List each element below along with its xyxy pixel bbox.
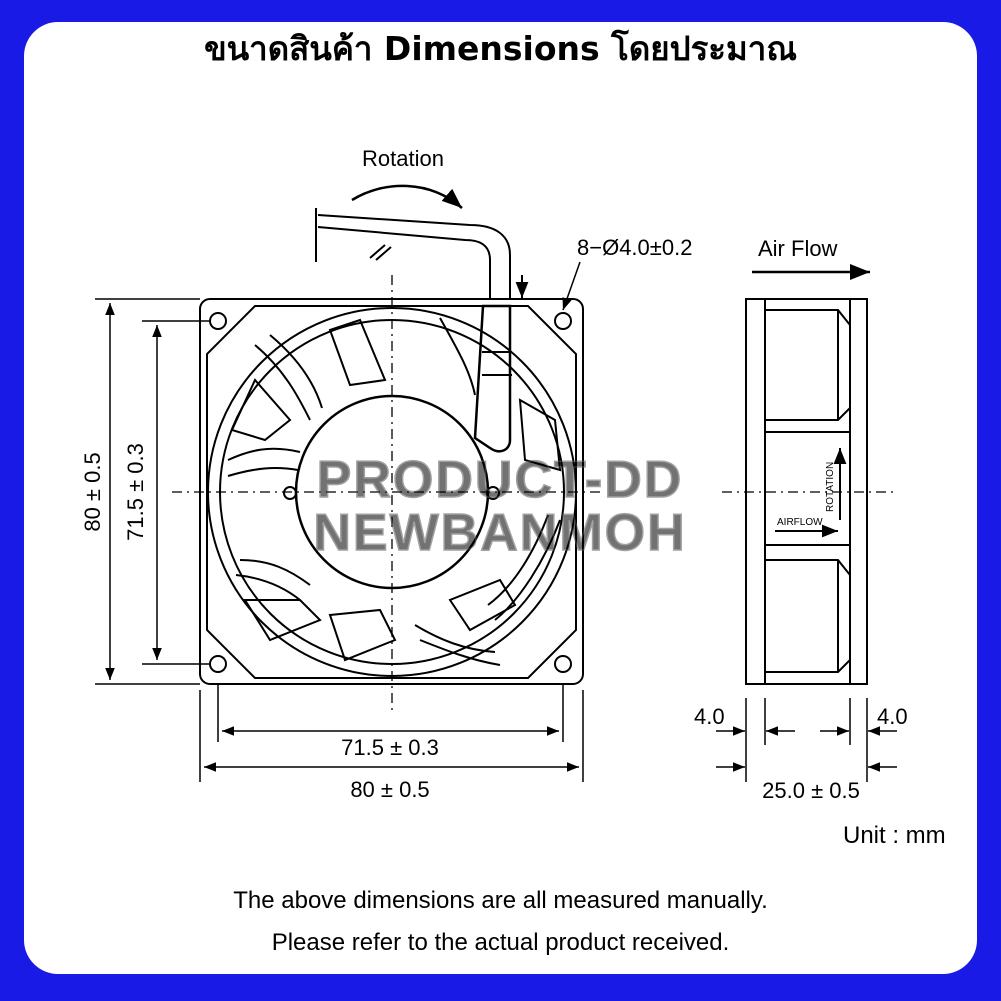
blade-e — [448, 578, 517, 632]
blade-c — [243, 599, 322, 642]
flange-right-label: 4.0 — [877, 704, 908, 729]
outer-height-label: 80 ± 0.5 — [80, 452, 105, 531]
fan-inner-octagon — [206, 305, 577, 679]
rotation-label: Rotation — [362, 146, 444, 171]
height-dimensions — [95, 298, 210, 685]
spoke-6b — [235, 574, 301, 601]
airflow-label: Air Flow — [758, 236, 838, 261]
rotation-arrow — [351, 184, 463, 209]
cable-housing — [473, 304, 512, 453]
flange-left-label: 4.0 — [694, 704, 725, 729]
spoke-4b — [487, 514, 549, 606]
content-card — [24, 22, 977, 974]
depth-dimensions — [716, 698, 897, 782]
cable-lead — [317, 226, 491, 300]
front-center-lines — [172, 275, 605, 715]
mount-hole-bottom-left — [209, 655, 227, 673]
blade-b — [230, 378, 292, 442]
inner-width-label: 71.5 ± 0.3 — [341, 735, 439, 760]
side-upper-housing — [765, 309, 851, 421]
watermark: PRODUCT-DD NEWBANMOH — [313, 450, 686, 563]
hub-hole-left — [283, 486, 297, 500]
cable-break — [369, 244, 386, 259]
spoke-3 — [439, 317, 476, 396]
mount-hole-top-right — [554, 312, 572, 330]
blade-d — [328, 608, 397, 662]
note-line-2: Please refer to the actual product recei… — [271, 929, 730, 956]
outer-width-label: 80 ± 0.5 — [350, 777, 429, 802]
hole-spec-leader — [562, 261, 581, 311]
width-dimensions — [199, 684, 584, 782]
blade-a — [328, 318, 387, 387]
side-airflow-label: AIRFLOW — [777, 517, 823, 528]
watermark-line2: NEWBANMOH — [313, 504, 686, 562]
hole-spec-label: 8−Ø4.0±0.2 — [577, 235, 692, 260]
blade-f — [518, 398, 562, 472]
mount-hole-bottom-right — [554, 655, 572, 673]
spoke-5b — [414, 624, 496, 653]
cable-lead-2 — [317, 214, 511, 300]
side-lower-housing — [765, 559, 851, 673]
spoke-5 — [419, 639, 501, 666]
spoke-1 — [227, 447, 301, 461]
cable-break-2 — [375, 246, 392, 261]
note-line-1: The above dimensions are all measured ma… — [233, 887, 768, 914]
side-view — [745, 298, 868, 685]
page-title: ขนาดสินค้า Dimensions โดยประมาณ — [204, 29, 797, 68]
depth-label: 25.0 ± 0.5 — [762, 778, 860, 803]
spoke-6 — [239, 559, 311, 586]
unit-label: Unit : mm — [843, 822, 946, 849]
spoke-2 — [254, 344, 311, 421]
side-rotation-label: ROTATION — [825, 462, 836, 512]
inner-height-label: 71.5 ± 0.3 — [123, 443, 148, 541]
spoke-1b — [227, 467, 299, 477]
hub-hole-right — [486, 486, 500, 500]
mount-hole-top-left — [209, 312, 227, 330]
spoke-2b — [269, 334, 323, 409]
watermark-line1: PRODUCT-DD — [317, 451, 684, 509]
